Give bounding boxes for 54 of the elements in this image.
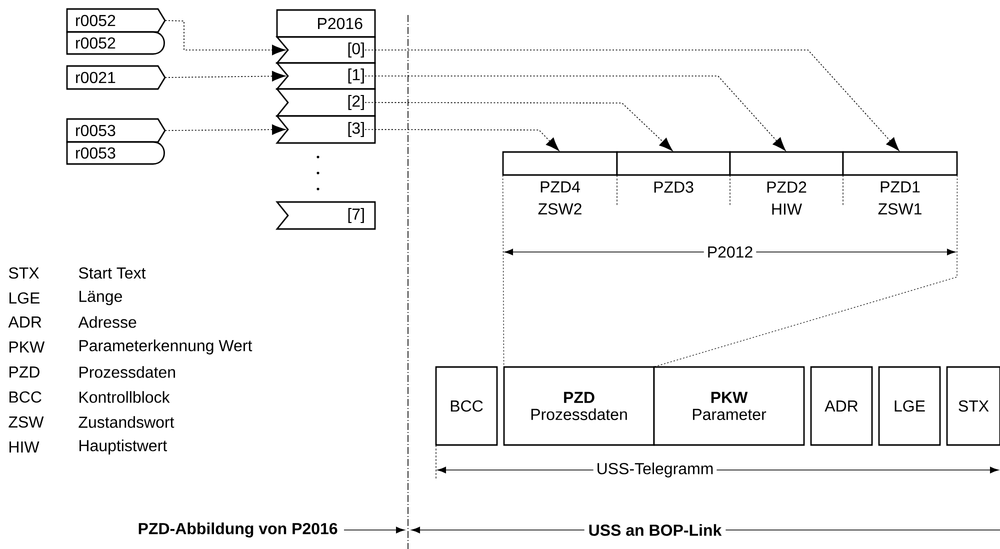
process-data-field: PZD3 bbox=[616, 151, 731, 193]
abbreviation-text: STX bbox=[8, 267, 39, 279]
signal-source-box: r0052 bbox=[66, 31, 165, 55]
index-slot-box: [2] bbox=[276, 88, 376, 117]
connector-arrow bbox=[364, 102, 673, 152]
signal-source-box: r0053 bbox=[66, 141, 165, 165]
signal-source-box: r0021 bbox=[66, 65, 166, 90]
connector-arrow bbox=[364, 50, 900, 151]
connector-line bbox=[502, 174, 504, 368]
signal-source-box: r0052 bbox=[66, 8, 166, 33]
telegram-field-box: LGE bbox=[878, 366, 941, 446]
abbreviation-text: LGE bbox=[10, 292, 40, 304]
telegram-field-box: BCC bbox=[435, 366, 498, 446]
connector-arrow bbox=[364, 76, 786, 151]
parameter-header-box: P2016 bbox=[276, 9, 376, 38]
index-slot-box: [7] bbox=[276, 201, 376, 230]
abbreviation-text: BCC bbox=[10, 391, 42, 403]
description-text: Zustandswort bbox=[78, 416, 174, 428]
dimension-label: USS-Telegramm bbox=[593, 460, 717, 480]
connector-line bbox=[654, 174, 958, 368]
connector-arrow bbox=[164, 70, 286, 82]
process-data-field: PZD2 HIW bbox=[729, 151, 844, 215]
index-slot-box: [3] bbox=[276, 115, 376, 144]
connector-arrow bbox=[164, 20, 286, 56]
description-text: Adresse bbox=[78, 316, 136, 328]
description-text: Länge bbox=[80, 290, 122, 306]
abbreviation-text: ADR bbox=[8, 316, 42, 328]
abbreviation-text: PKW bbox=[10, 342, 45, 352]
connector-arrow bbox=[364, 129, 560, 151]
description-text: Parameterkennung Wert bbox=[80, 340, 252, 354]
description-text: Start Text bbox=[78, 267, 146, 279]
telegram-field-box: ADR bbox=[810, 366, 873, 446]
node-label: PZD2 HIW bbox=[767, 181, 806, 215]
node-label: PZD1 ZSW1 bbox=[878, 181, 922, 215]
description-text: Prozessdaten bbox=[80, 366, 175, 378]
node-label: PZD4 ZSW2 bbox=[538, 181, 582, 215]
dimension-label: USS an BOP-Link bbox=[584, 520, 726, 540]
telegram-field-box: PKW Parameter bbox=[653, 366, 805, 446]
telegram-field-box: PZD Prozessdaten bbox=[503, 366, 655, 446]
index-slot-box: [1] bbox=[276, 62, 376, 90]
dimension-label: PZD-Abbildung von P2016 bbox=[138, 522, 338, 538]
abbreviation-text: HIW bbox=[10, 442, 40, 452]
dimension-label: P2012 bbox=[704, 243, 756, 261]
node-label: PZD3 bbox=[654, 181, 694, 193]
index-slot-box: [0] bbox=[276, 36, 376, 64]
signal-source-box: r0053 bbox=[66, 118, 166, 143]
description-text: Kontrollblock bbox=[80, 391, 170, 403]
abbreviation-text: PZD bbox=[10, 366, 40, 378]
process-data-field: PZD4 ZSW2 bbox=[502, 151, 618, 215]
telegram-field-box: STX bbox=[946, 366, 1000, 446]
process-data-field: PZD1 ZSW1 bbox=[842, 151, 958, 215]
description-text: Hauptistwert bbox=[80, 440, 167, 454]
abbreviation-text: ZSW bbox=[8, 416, 44, 428]
connector-arrow bbox=[164, 124, 286, 135]
